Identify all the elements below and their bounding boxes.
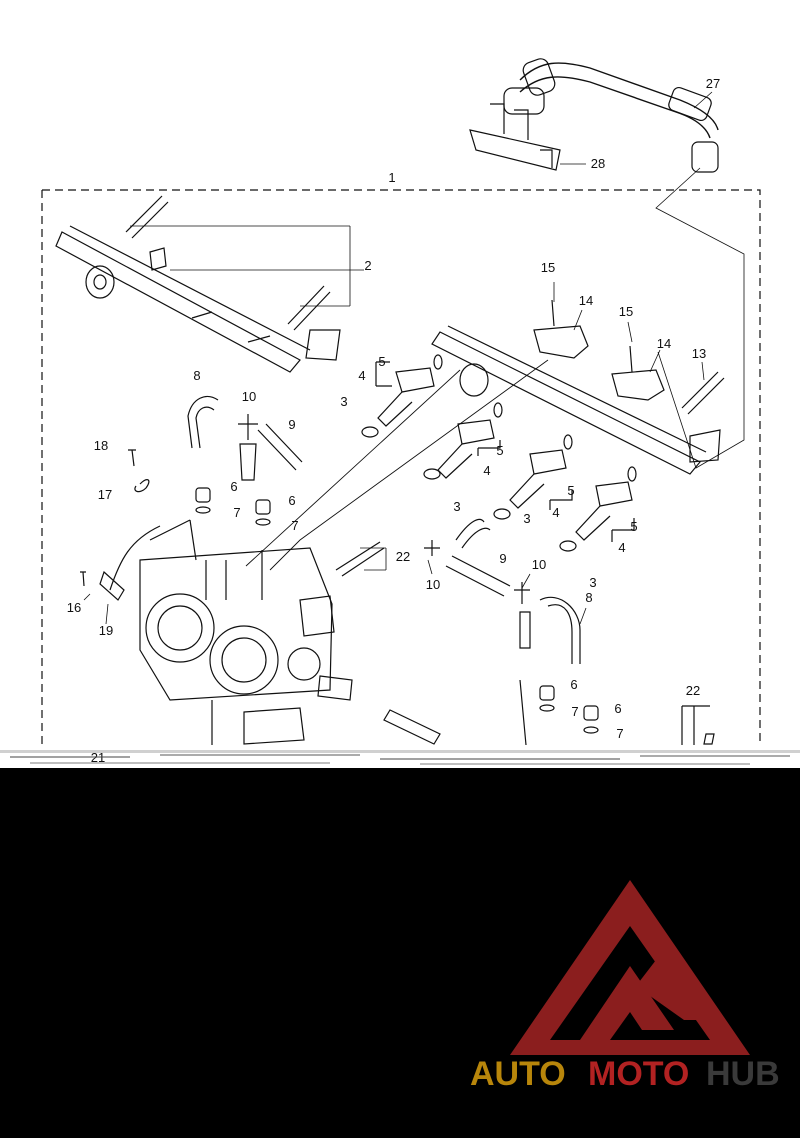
- callout-6: 6: [570, 677, 578, 692]
- callout-22: 22: [685, 683, 701, 698]
- logo-text-moto: MOTO: [588, 1055, 690, 1093]
- callout-22: 22: [395, 549, 411, 564]
- callout-9: 9: [288, 417, 296, 432]
- callout-19: 19: [98, 623, 114, 638]
- callout-13: 13: [691, 346, 707, 361]
- callout-6: 6: [288, 493, 296, 508]
- callout-10: 10: [425, 577, 441, 592]
- callout-3: 3: [589, 575, 597, 590]
- callout-3: 3: [523, 511, 531, 526]
- logo-text-auto: AUTO: [470, 1055, 566, 1093]
- callout-10: 10: [531, 557, 547, 572]
- callout-8: 8: [193, 368, 201, 383]
- callout-17: 17: [97, 487, 113, 502]
- callout-1: 1: [388, 170, 396, 185]
- callout-14: 14: [656, 336, 672, 351]
- callout-16: 16: [66, 600, 82, 615]
- callout-6: 6: [614, 701, 622, 716]
- callout-2: 2: [364, 258, 372, 273]
- callout-3: 3: [453, 499, 461, 514]
- callout-7: 7: [233, 505, 241, 520]
- callout-10: 10: [241, 389, 257, 404]
- callout-5: 5: [567, 483, 575, 498]
- callout-5: 5: [630, 519, 638, 534]
- callout-18: 18: [93, 438, 109, 453]
- callout-7: 7: [616, 726, 624, 741]
- callout-15: 15: [618, 304, 634, 319]
- callout-27: 27: [705, 76, 721, 91]
- callout-15: 15: [540, 260, 556, 275]
- logo-text-hub: HUB: [706, 1055, 780, 1093]
- callout-6: 6: [230, 479, 238, 494]
- callout-14: 14: [578, 293, 594, 308]
- callout-7: 7: [571, 704, 579, 719]
- logo-mark: [510, 880, 750, 1055]
- callout-4: 4: [483, 463, 491, 478]
- callout-5: 5: [378, 354, 386, 369]
- callout-3: 3: [340, 394, 348, 409]
- callout-4: 4: [552, 505, 560, 520]
- parts-diagram: 1 2 27 28 15 14 15 14 13 5 4 3 8 10 9 18…: [0, 0, 800, 768]
- callout-4: 4: [618, 540, 626, 555]
- callout-8: 8: [585, 590, 593, 605]
- callout-28: 28: [590, 156, 606, 171]
- callout-7: 7: [291, 518, 299, 533]
- scan-noise-edge: [0, 750, 800, 765]
- automotohub-logo: AUTO MOTO HUB: [460, 870, 800, 1100]
- callout-9: 9: [499, 551, 507, 566]
- diagram-drawing: [41, 58, 761, 746]
- callout-5: 5: [496, 443, 504, 458]
- callout-4: 4: [358, 368, 366, 383]
